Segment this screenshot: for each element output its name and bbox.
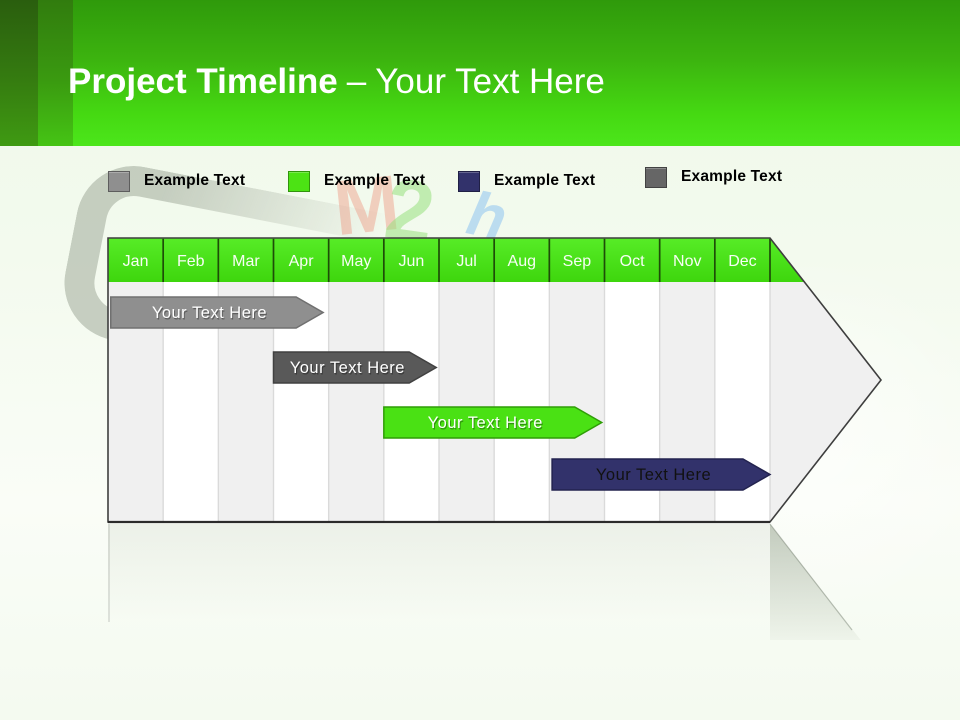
legend-swatch-green <box>288 170 310 192</box>
legend-swatch-darkgray <box>645 166 667 188</box>
legend-item: Example Text <box>645 166 782 188</box>
header-stripe-dark <box>0 0 38 146</box>
month-label: Sep <box>563 253 592 270</box>
header-stripe-mid <box>38 0 73 146</box>
title-suffix: – Your Text Here <box>346 62 605 101</box>
timeline-bar <box>383 406 604 439</box>
reflection-band <box>108 524 770 624</box>
month-column <box>218 238 274 522</box>
bar-label: Your Text Here <box>596 466 711 484</box>
legend-label: Example Text <box>144 172 246 189</box>
timeline-chart: Jan Feb Mar Apr May Jun Jul Aug Sep Oct Nov DecYour… <box>107 237 883 640</box>
arrow-tip-region <box>770 238 881 522</box>
reflection-diagonal <box>769 523 853 631</box>
legend-label: Example Text <box>494 172 596 189</box>
month-label: May <box>341 253 371 270</box>
legend-item: Example Text <box>108 170 245 192</box>
month-label: Dec <box>728 253 756 270</box>
month-header-band <box>108 238 805 282</box>
month-label: Mar <box>232 253 260 270</box>
bar-label-shadow: Your Text Here <box>429 415 544 433</box>
header-banner: Project Timeline– Your Text Here <box>0 0 960 146</box>
legend-label: Example Text <box>681 168 783 185</box>
timeline-bar <box>110 296 325 329</box>
title-main: Project Timeline <box>68 62 338 101</box>
slide-title: Project Timeline– Your Text Here <box>68 60 605 104</box>
legend-item: Example Text <box>288 170 425 192</box>
legend-swatch-navy <box>458 170 480 192</box>
timeline-bar <box>272 351 438 384</box>
timeline-outline <box>107 237 883 523</box>
month-label: Nov <box>673 253 701 270</box>
bar-label: Your Text Here <box>152 304 267 322</box>
legend-item: Example Text <box>458 170 595 192</box>
month-column <box>439 238 495 522</box>
month-label: Feb <box>177 253 205 270</box>
month-label: Apr <box>289 253 315 270</box>
legend-label: Example Text <box>324 172 426 189</box>
month-label: Oct <box>620 253 645 270</box>
month-column <box>108 238 164 522</box>
month-label: Jun <box>399 253 425 270</box>
bar-label-shadow: Your Text Here <box>291 360 406 378</box>
month-label: Aug <box>508 253 536 270</box>
bar-label-shadow: Your Text Here <box>153 305 268 323</box>
bar-label: Your Text Here <box>428 414 543 432</box>
month-label: Jan <box>123 253 149 270</box>
reflection-wedge <box>770 524 861 640</box>
timeline-bar <box>551 458 772 491</box>
month-label: Jul <box>456 253 476 270</box>
bar-label: Your Text Here <box>290 359 405 377</box>
legend-swatch-gray <box>108 170 130 192</box>
